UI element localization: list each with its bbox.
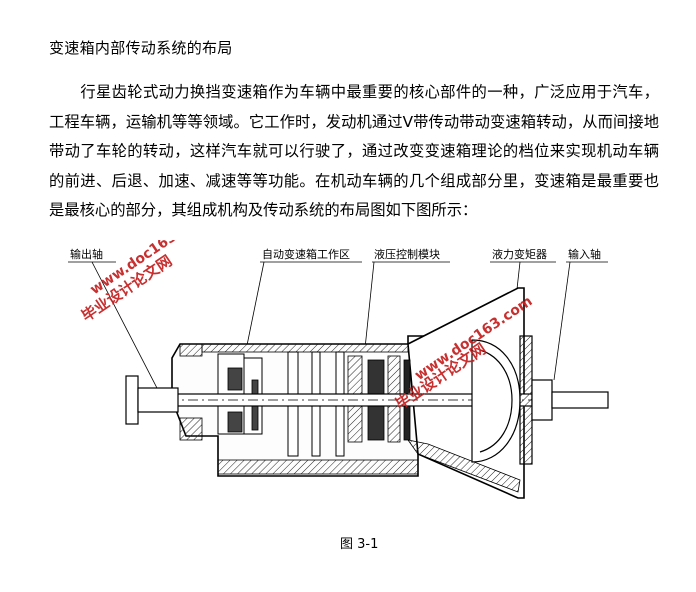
torque-converter (471, 335, 553, 465)
output-flange (125, 375, 179, 425)
housing-walls (179, 343, 521, 493)
label-input-shaft: 输入轴 (568, 247, 601, 261)
body-paragraph: 行星齿轮式动力换挡变速箱作为车辆中最重要的核心部件的一种，广泛应用于汽车，工程车… (49, 83, 659, 220)
label-output-shaft: 输出轴 (70, 247, 103, 261)
transmission-drawing: 输出轴 自动变速箱工作区 液压控制模块 液力变矩器 输入轴 (68, 240, 609, 499)
label-hydraulic-module: 液压控制模块 (374, 247, 440, 261)
section-heading: 变速箱内部传动系统的布局 (49, 39, 233, 57)
transmission-layout-figure: 输出轴 自动变速箱工作区 液压控制模块 液力变矩器 输入轴 (68, 240, 628, 500)
label-torque-converter: 液力变矩器 (492, 247, 547, 261)
input-shaft (551, 391, 609, 409)
figure-caption: 图 3-1 (340, 537, 379, 552)
label-work-area: 自动变速箱工作区 (262, 247, 350, 261)
